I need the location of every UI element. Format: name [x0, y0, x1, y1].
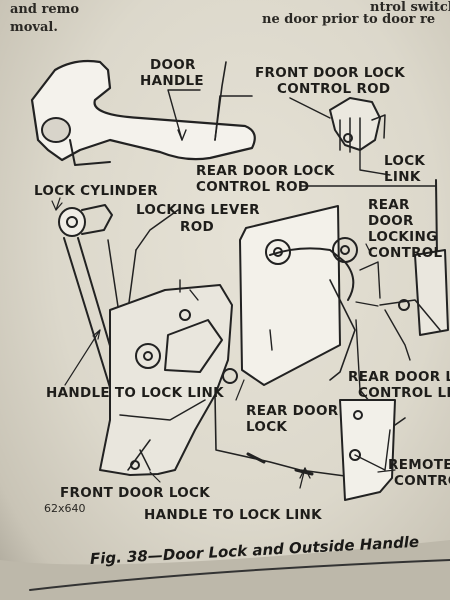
label-handle-to-lock-link-front: HANDLE TO LOCK LINK — [46, 385, 224, 401]
header-line2-right: ne door prior to door re — [262, 12, 436, 27]
header-line1-left: and remo — [10, 2, 80, 17]
label-control-link: CONTROL LINK — [358, 385, 450, 401]
label-handle-to-lock-link-rear: HANDLE TO LOCK LINK — [144, 507, 322, 523]
label-rear-door-lock-2: LOCK — [246, 419, 288, 435]
label-lock-cylinder: LOCK CYLINDER — [34, 183, 158, 199]
rear-locking-control-plate — [239, 205, 381, 386]
label-locking-lever-rod: ROD — [180, 219, 214, 235]
front-control-mechanism — [329, 97, 386, 153]
label-link: LINK — [384, 169, 421, 185]
label-control: CONTROL — [368, 245, 443, 261]
label-rear-control-rod: CONTROL ROD — [196, 179, 310, 195]
label-remote: REMOTE — [388, 457, 450, 473]
header-line1-right: ntrol switch — [370, 0, 450, 15]
door-handle-drawing — [30, 59, 256, 166]
label-front-door-lock: FRONT DOOR LOCK — [60, 485, 211, 501]
label-locking-lever: LOCKING LEVER — [136, 202, 260, 218]
front-door-lock-body — [99, 279, 238, 476]
label-rear-door: DOOR — [368, 213, 414, 229]
label-rear-door-lock-1: REAR DOOR — [246, 403, 339, 419]
label-rear: REAR — [368, 197, 410, 213]
label-front-door-lock: FRONT DOOR LOCK — [255, 65, 406, 81]
label-locking: LOCKING — [368, 229, 438, 245]
rear-control-right — [379, 249, 449, 361]
label-door: DOOR — [150, 57, 196, 73]
label-remote-control: CONTROL — [394, 473, 450, 489]
label-control-rod: CONTROL ROD — [277, 81, 391, 97]
label-rear-door-lock: REAR DOOR LOCK — [196, 163, 335, 179]
header-line2-left: moval. — [10, 20, 58, 35]
remote-control-plate — [339, 399, 406, 501]
label-lock: LOCK — [384, 153, 426, 169]
label-handle: HANDLE — [140, 73, 204, 89]
label-rear-door-lo: REAR DOOR LO — [348, 369, 450, 385]
figure-code: 62x640 — [44, 502, 86, 515]
